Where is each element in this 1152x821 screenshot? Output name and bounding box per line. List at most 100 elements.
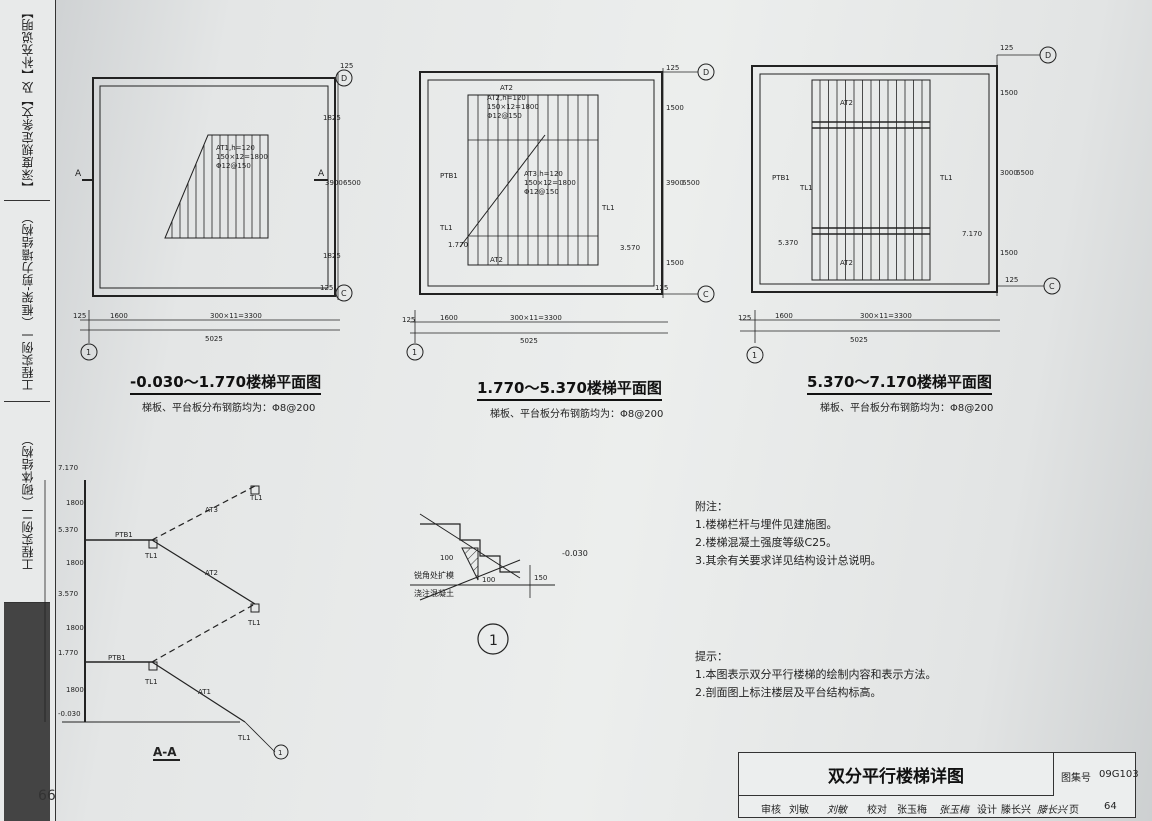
plan-1-dim-r-6500: 6500 <box>343 179 361 187</box>
detail-1 <box>410 513 555 655</box>
tb-review-label: 审核 <box>761 805 781 816</box>
detail-hatch <box>461 547 479 581</box>
plan-1-flight <box>164 134 269 239</box>
plan-3-dim-5025: 5025 <box>850 336 868 344</box>
section-axis-label: 1 <box>278 749 282 757</box>
plan-3-dim-r-1500: 1500 <box>1000 89 1018 97</box>
section-flight-at3b <box>151 539 256 605</box>
section-beam-tl1-b <box>148 661 158 671</box>
detail-steps <box>420 523 520 573</box>
plan-1-wall-inner <box>99 85 329 289</box>
tb-page-no: 64 <box>1104 801 1117 812</box>
plan-3-label-tl1-b: TL1 <box>939 174 953 182</box>
plan-2-dim-r-1500b: 1500 <box>666 259 684 267</box>
notes-heading: 附注： <box>695 500 728 513</box>
section-label-ptb1-upper: PTB1 <box>115 531 133 539</box>
plan-2-flight2-label-2: 150×12=1800 <box>524 179 576 187</box>
section-label-at2: AT2 <box>205 569 218 577</box>
plan-1-dim-5025: 5025 <box>205 335 223 343</box>
plan-2-subtitle: 梯板、平台板分布钢筋均为：Φ8@200 <box>490 409 664 420</box>
plan-2-dim-r-125: 125 <box>666 64 679 72</box>
plan-2-dim-r-125b: 125 <box>655 284 668 292</box>
tb-review-sign: 刘敏 <box>827 805 847 816</box>
notes-item-1: 1.楼梯栏杆与埋件见建施图。 <box>695 518 838 531</box>
tb-page-label: 页 <box>1069 805 1079 816</box>
plan-1-treads <box>171 135 261 238</box>
tips-item-2: 2.剖面图上标注楼层及平台结构标高。 <box>695 686 882 699</box>
plan-3-dim-r-125: 125 <box>1000 44 1013 52</box>
plan-1-dim-3300: 300×11=3300 <box>210 312 262 320</box>
plan-2-dim-3300: 300×11=3300 <box>510 314 562 322</box>
section-flight-at2 <box>151 603 256 663</box>
section-beam-tl1-top <box>250 485 260 495</box>
section-label-at1: AT1 <box>198 688 211 696</box>
plan-3-subtitle: 梯板、平台板分布钢筋均为：Φ8@200 <box>820 403 994 414</box>
plan-2-break-line <box>459 134 546 248</box>
plan-1-flight-label-2: 150×12=1800 <box>216 153 268 161</box>
detail-label-concrete: 浇注混凝土 <box>414 588 454 598</box>
notes-item-2: 2.楼梯混凝土强度等级C25。 <box>695 536 838 549</box>
detail-dim-100b: 100 <box>482 576 495 584</box>
tips-heading: 提示： <box>695 650 728 663</box>
plan-1-dim-125: 125 <box>73 312 86 320</box>
plan-2-label-tl1: TL1 <box>601 204 615 212</box>
plan-3-dim-125: 125 <box>738 314 751 322</box>
plan-2-dim-r-1500: 1500 <box>666 104 684 112</box>
detail-dim-100a: 100 <box>440 554 453 562</box>
plan-2-dim-r-6500: 6500 <box>682 179 700 187</box>
plan-1-flight-label-3: Φ12@150 <box>216 162 251 170</box>
plan-3-dim-r-6500: 6500 <box>1016 169 1034 177</box>
section-flight-at3 <box>151 485 256 541</box>
plan-2-level-1770: 1.770 <box>448 241 468 249</box>
plan-1-axis-d-bubble <box>335 69 353 87</box>
plan-2-axis-c: C <box>703 290 709 299</box>
page-number: 66 <box>38 788 56 804</box>
plan-2-dim-1600: 1600 <box>440 314 458 322</box>
plan-3-dim-r-1500b: 1500 <box>1000 249 1018 257</box>
plan-3-axis-c: C <box>1049 282 1055 291</box>
plan-2-axis-1: 1 <box>412 348 417 357</box>
plan-1-dim-r-1825b: 1825 <box>323 252 341 260</box>
plan-2-flight-label-1: AT2,h=120 <box>487 94 526 102</box>
plan-3-level-5370: 5.370 <box>778 239 798 247</box>
plan-3-dim-r-3000: 3000 <box>1000 169 1018 177</box>
plan-1-dim-r-125: 125 <box>340 62 353 70</box>
plan-1-dim-r-3900: 3900 <box>325 179 343 187</box>
tb-atlas-no: 09G103 <box>1099 769 1139 780</box>
plan-1-subtitle: 梯板、平台板分布钢筋均为：Φ8@200 <box>142 403 316 414</box>
detail-label-formwork: 锐角处扩模 <box>414 570 454 580</box>
plan-2-label-tl1-b: TL1 <box>439 224 453 232</box>
section-axis-leader <box>244 721 276 753</box>
section-beam-tl1-a <box>148 539 158 549</box>
detail-dim-150: 150 <box>534 574 547 582</box>
section-axis-bubble <box>273 744 289 760</box>
plan-1-axis-c: C <box>341 289 347 298</box>
plan-2-dim-125: 125 <box>402 316 415 324</box>
side-cell-dark <box>4 603 50 821</box>
tb-atlas-label: 图集号 <box>1061 773 1091 784</box>
plan-3-axis-1-bubble <box>746 346 764 364</box>
plan-3-label-tl1: TL1 <box>799 184 813 192</box>
plan-1-axis-d: D <box>341 74 347 83</box>
section-label-tl1-bottom: TL1 <box>237 734 251 742</box>
plan-3-axis-1: 1 <box>752 351 757 360</box>
tb-design-sign: 滕长兴 <box>1037 805 1067 816</box>
plan-2-label-at2: AT2 <box>500 84 513 92</box>
plan-1-dim-1600: 1600 <box>110 312 128 320</box>
plan-2-flight-label-2: 150×12=1800 <box>487 103 539 111</box>
plan-1-section-a-left: A <box>75 169 82 179</box>
plan-3-label-ptb1: PTB1 <box>772 174 790 182</box>
section-label-ptb1-lower: PTB1 <box>108 654 126 662</box>
plan-2-dim-5025: 5025 <box>520 337 538 345</box>
plan-2-axis-1-bubble <box>406 343 424 361</box>
plan-2-title: 1.770～5.370楼梯平面图 <box>477 377 662 401</box>
plan-1-axis-1: 1 <box>86 348 91 357</box>
side-cell-bot: 工程实例二（砌体结构） <box>4 402 50 603</box>
plan-3-title: 5.370～7.170楼梯平面图 <box>807 371 992 395</box>
plan-2-wall-inner <box>427 79 655 287</box>
section-level-7170: 7.170 <box>58 464 78 472</box>
section-height-3: 1800 <box>66 624 84 632</box>
plan-3-label-at2-b: AT2 <box>840 259 853 267</box>
detail-mark-bubble <box>477 623 509 655</box>
